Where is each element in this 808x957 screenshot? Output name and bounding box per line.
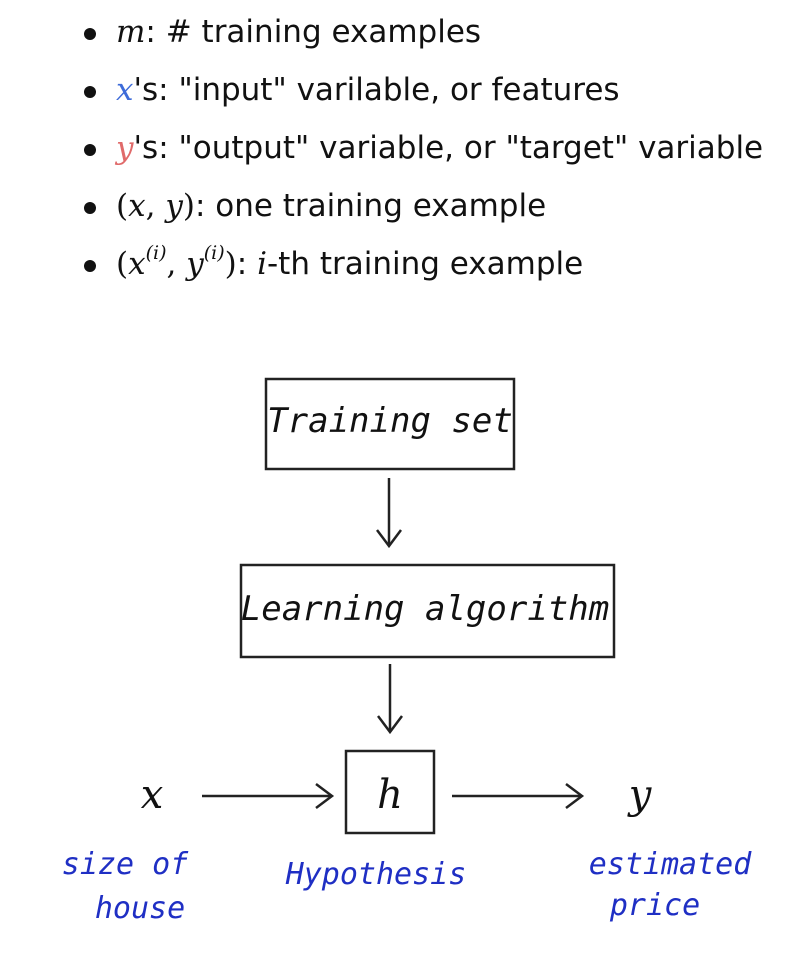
bullet-xy-text: : one training example xyxy=(194,188,547,224)
bullet-xi-yi-text: -th training example xyxy=(266,246,584,282)
bullet-dot xyxy=(84,86,96,98)
learning-algorithm-box xyxy=(239,563,616,659)
hypothesis-caption: Hypothesis xyxy=(285,857,467,892)
paren-close: ) xyxy=(224,246,237,282)
var-x: x xyxy=(116,72,134,108)
pair-y: y xyxy=(186,246,204,282)
pair-expression: (x, y) xyxy=(116,188,195,224)
var-y: y xyxy=(116,130,134,166)
bullet-dot xyxy=(84,144,96,156)
arrow-down-1 xyxy=(376,478,402,549)
var-i: i xyxy=(257,246,267,282)
arrow-right-input xyxy=(202,783,335,809)
output-y-label: y xyxy=(627,772,653,818)
paren-open: ( xyxy=(116,246,129,282)
pair-y: y xyxy=(165,188,183,224)
colon: : xyxy=(236,246,258,282)
definition-list: m: # training examples x's: "input" vari… xyxy=(80,6,763,296)
indexed-pair-expression: (x(i), y(i)) xyxy=(116,243,237,282)
training-set-label: Training set xyxy=(267,401,513,441)
bullet-dot xyxy=(84,202,96,214)
output-caption-line1: estimated xyxy=(589,847,752,882)
bullet-x: x's: "input" varilable, or features xyxy=(80,64,763,122)
hypothesis-box xyxy=(344,749,436,835)
pair-x: x xyxy=(128,246,146,282)
bullet-y-text: 's: "output" variable, or "target" varia… xyxy=(133,130,764,166)
hypothesis-h-label: h xyxy=(377,772,403,818)
arrow-right-output xyxy=(452,783,585,809)
var-m: m xyxy=(116,14,146,50)
input-caption-line2: house xyxy=(95,891,185,926)
superscript-i: (i) xyxy=(203,241,225,264)
bullet-y: y's: "output" variable, or "target" vari… xyxy=(80,122,763,180)
pair-x: x xyxy=(128,188,146,224)
bullet-dot xyxy=(84,28,96,40)
input-x-label: x xyxy=(141,772,164,818)
bullet-x-text: 's: "input" varilable, or features xyxy=(133,72,620,108)
superscript-i: (i) xyxy=(145,241,167,264)
pair-comma: , xyxy=(145,188,166,224)
learning-algorithm-label: Learning algorithm xyxy=(241,589,609,629)
bullet-xi-yi: (x(i), y(i)): i-th training example xyxy=(80,238,763,296)
paren-close: ) xyxy=(182,188,195,224)
pair-comma: , xyxy=(166,246,187,282)
bullet-dot xyxy=(84,260,96,272)
bullet-m: m: # training examples xyxy=(80,6,763,64)
paren-open: ( xyxy=(116,188,129,224)
bullet-xy-pair: (x, y): one training example xyxy=(80,180,763,238)
bullet-m-text: : # training examples xyxy=(145,14,482,50)
input-caption-line1: size of xyxy=(62,847,189,882)
training-set-box xyxy=(264,377,516,471)
arrow-down-2 xyxy=(377,664,403,735)
output-caption-line2: price xyxy=(609,888,700,923)
